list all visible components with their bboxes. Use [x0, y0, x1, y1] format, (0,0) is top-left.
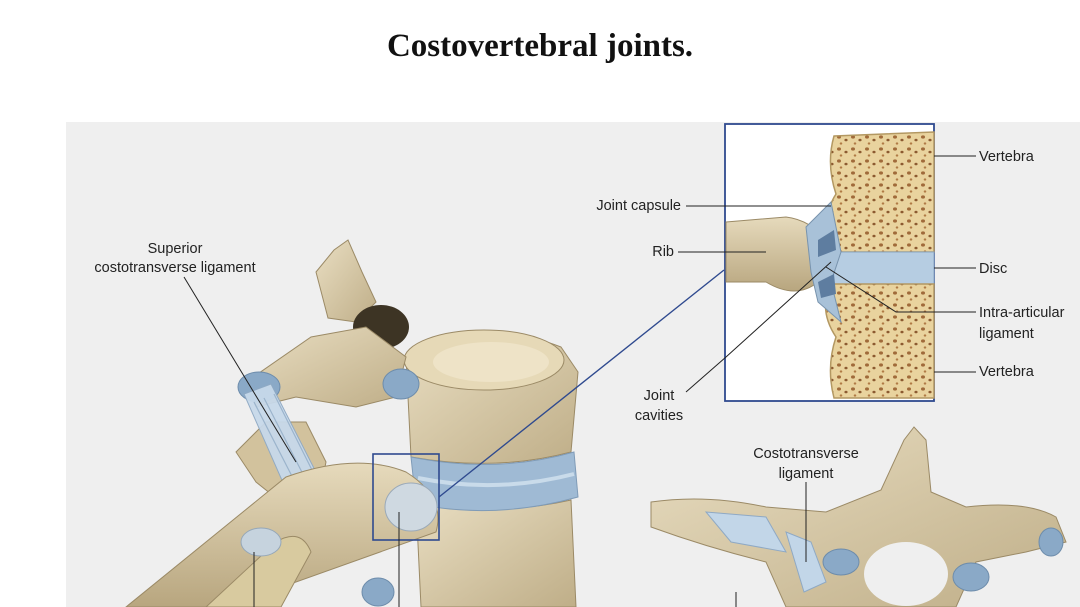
label-joint-capsule: Joint capsule — [596, 198, 681, 214]
label-disc: Disc — [979, 261, 1007, 277]
page-title: Costovertebral joints. — [386, 28, 694, 64]
label-vertebra-bottom: Vertebra — [979, 364, 1035, 380]
joint-detail-inset — [724, 123, 935, 402]
label-superior-costotransverse-ligament-2: costotransverse ligament — [94, 260, 255, 276]
costovertebral-diagram: Superior costotransverse ligament Joint … — [94, 123, 1067, 607]
label-superior-costotransverse-ligament: Superior — [148, 241, 203, 257]
anatomy-illustration: Superior costotransverse ligament Joint … — [66, 122, 1080, 607]
leader-lines — [183, 155, 976, 607]
label-vertebra-top: Vertebra — [979, 149, 1035, 165]
label-costotransverse-ligament: Costotransverse — [753, 446, 859, 462]
label-rib: Rib — [652, 244, 674, 260]
label-joint-cavities-2: cavities — [635, 408, 683, 424]
main-rib — [125, 462, 439, 607]
label-costotransverse-ligament-2: ligament — [779, 466, 834, 482]
label-joint-cavities: Joint — [644, 388, 675, 404]
label-intra-articular: Intra-articular — [979, 305, 1065, 321]
label-intra-articular-2: ligament — [979, 326, 1034, 342]
